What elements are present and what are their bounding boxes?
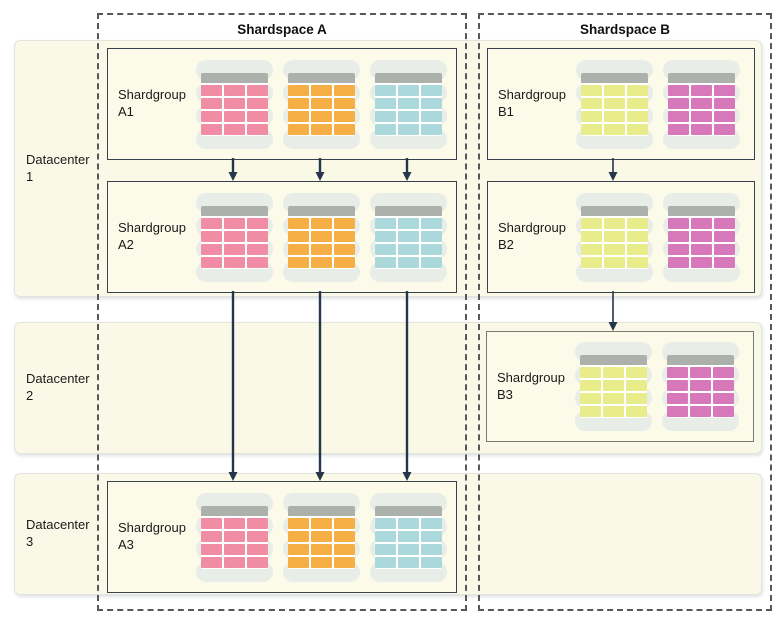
shardgroup-b2-label: Shardgroup B2 [498, 220, 566, 252]
database-icon-yellow [576, 192, 653, 282]
table-cells [581, 84, 648, 136]
database-icon-magenta [662, 342, 739, 431]
database-icon-magenta [663, 59, 740, 149]
shardgroup-b3-box: Shardgroup B3 [486, 331, 754, 442]
database-icon-pink [196, 492, 273, 582]
shard-table-icon [668, 72, 735, 136]
table-header-row [288, 205, 355, 216]
shard-table-icon [288, 72, 355, 136]
table-cells [288, 84, 355, 136]
shardgroup-b1-label: Shardgroup B1 [498, 87, 566, 119]
table-cells [201, 517, 268, 569]
table-cells [375, 217, 442, 269]
database-icon-teal [370, 192, 447, 282]
table-header-row [375, 505, 442, 516]
shardgroup-a3-box: Shardgroup A3 [107, 481, 457, 593]
database-icon-magenta [663, 192, 740, 282]
database-icon-yellow [576, 59, 653, 149]
table-cells [580, 367, 647, 418]
table-cells [201, 84, 268, 136]
database-icon-yellow [575, 342, 652, 431]
shardgroup-a1-box: Shardgroup A1 [107, 48, 457, 160]
datacenter-2-label: Datacenter 2 [26, 371, 90, 403]
database-icon-orange [283, 492, 360, 582]
table-header-row [201, 205, 268, 216]
table-cells [201, 217, 268, 269]
table-cells [288, 517, 355, 569]
shardgroup-b3-databases [575, 342, 739, 431]
shardgroup-b1-box: Shardgroup B1 [487, 48, 755, 160]
shardgroup-a2-label: Shardgroup A2 [118, 220, 186, 252]
shardgroup-b2-box: Shardgroup B2 [487, 181, 755, 293]
shard-table-icon [581, 72, 648, 136]
table-cells [581, 217, 648, 269]
shardgroup-b3-label: Shardgroup B3 [497, 369, 565, 402]
shard-table-icon [580, 355, 647, 418]
datacenter-3-label: Datacenter 3 [26, 517, 90, 549]
table-cells [375, 84, 442, 136]
database-icon-pink [196, 59, 273, 149]
shard-table-icon [201, 505, 268, 569]
shardgroup-b1-databases [576, 59, 740, 149]
table-header-row [201, 505, 268, 516]
shardgroup-a3-databases [196, 492, 447, 582]
shard-table-icon [668, 205, 735, 269]
table-cells [288, 217, 355, 269]
shardgroup-a1-databases [196, 59, 447, 149]
shard-table-icon [375, 205, 442, 269]
table-cells [668, 217, 735, 269]
database-icon-orange [283, 59, 360, 149]
shard-table-icon [201, 72, 268, 136]
shardspace-b-title: Shardspace B [579, 22, 671, 37]
datacenter-1-label: Datacenter 1 [26, 151, 90, 184]
shard-table-icon [667, 355, 734, 418]
table-cells [667, 367, 734, 418]
shard-table-icon [288, 205, 355, 269]
table-header-row [581, 72, 648, 83]
shardgroup-a2-box: Shardgroup A2 [107, 181, 457, 293]
shardgroup-a3-label: Shardgroup A3 [118, 520, 186, 552]
shardgroup-a2-databases [196, 192, 447, 282]
table-header-row [580, 355, 647, 365]
table-header-row [668, 205, 735, 216]
shard-table-icon [375, 505, 442, 569]
table-header-row [201, 72, 268, 83]
table-cells [375, 517, 442, 569]
table-header-row [375, 72, 442, 83]
shardgroup-a1-label: Shardgroup A1 [118, 87, 186, 119]
shardgroup-b2-databases [576, 192, 740, 282]
table-header-row [668, 72, 735, 83]
table-header-row [667, 355, 734, 365]
shard-table-icon [288, 505, 355, 569]
database-icon-orange [283, 192, 360, 282]
shard-table-icon [581, 205, 648, 269]
table-header-row [375, 205, 442, 216]
database-icon-pink [196, 192, 273, 282]
table-header-row [288, 505, 355, 516]
table-header-row [581, 205, 648, 216]
database-icon-teal [370, 492, 447, 582]
database-icon-teal [370, 59, 447, 149]
table-cells [668, 84, 735, 136]
table-header-row [288, 72, 355, 83]
shard-table-icon [375, 72, 442, 136]
shardspace-a-title: Shardspace A [237, 22, 327, 37]
shard-table-icon [201, 205, 268, 269]
